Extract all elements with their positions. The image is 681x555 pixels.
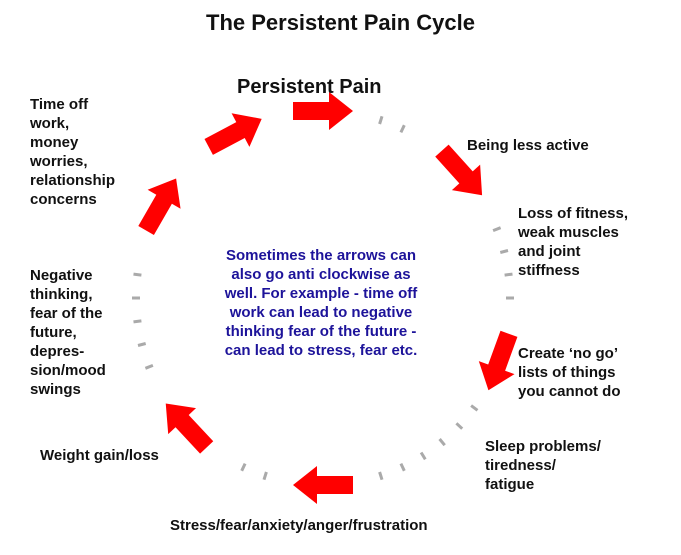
label-stress: Stress/fear/anxiety/anger/frustration [170, 517, 428, 534]
circle-dash [399, 124, 406, 134]
circle-dash [492, 226, 502, 232]
circle-dash [378, 471, 384, 481]
cycle-arrow [293, 92, 353, 130]
circle-dash [133, 272, 142, 277]
cycle-arrow [204, 113, 262, 155]
cycle-arrow [165, 403, 214, 454]
circle-dash [504, 272, 513, 277]
circle-dash [499, 249, 509, 254]
circle-dash [419, 451, 427, 461]
cycle-arrow [435, 144, 483, 196]
cycle-arrow [478, 330, 518, 391]
cycle-arrow [138, 178, 181, 235]
label-negative-thinking: Negative thinking, fear of the future, d… [30, 267, 106, 398]
cycle-arrow [293, 466, 353, 504]
label-being-less-active: Being less active [467, 137, 589, 154]
label-loss-of-fitness: Loss of fitness, weak muscles and joint … [518, 205, 629, 279]
diagram-title: The Persistent Pain Cycle [206, 10, 475, 35]
circle-dash [455, 422, 464, 430]
center-note: Sometimes the arrows can also go anti cl… [224, 247, 418, 359]
circle-dash [470, 404, 479, 412]
label-time-off: Time off work, money worries, relationsh… [30, 96, 116, 208]
label-sleep-problems: Sleep problems/ tiredness/ fatigue [485, 438, 601, 493]
circle-dash [137, 342, 147, 347]
circle-dash [438, 438, 446, 447]
circle-dash [262, 471, 268, 481]
circle-dash [240, 462, 247, 472]
circle-dash [378, 115, 384, 125]
circle-dash [399, 462, 406, 472]
label-weight: Weight gain/loss [40, 447, 159, 464]
label-persistent-pain: Persistent Pain [237, 76, 382, 98]
circle-dash [133, 319, 142, 324]
circle-dash [144, 364, 154, 370]
label-no-go-lists: Create ‘no go’ lists of things you canno… [518, 345, 621, 400]
